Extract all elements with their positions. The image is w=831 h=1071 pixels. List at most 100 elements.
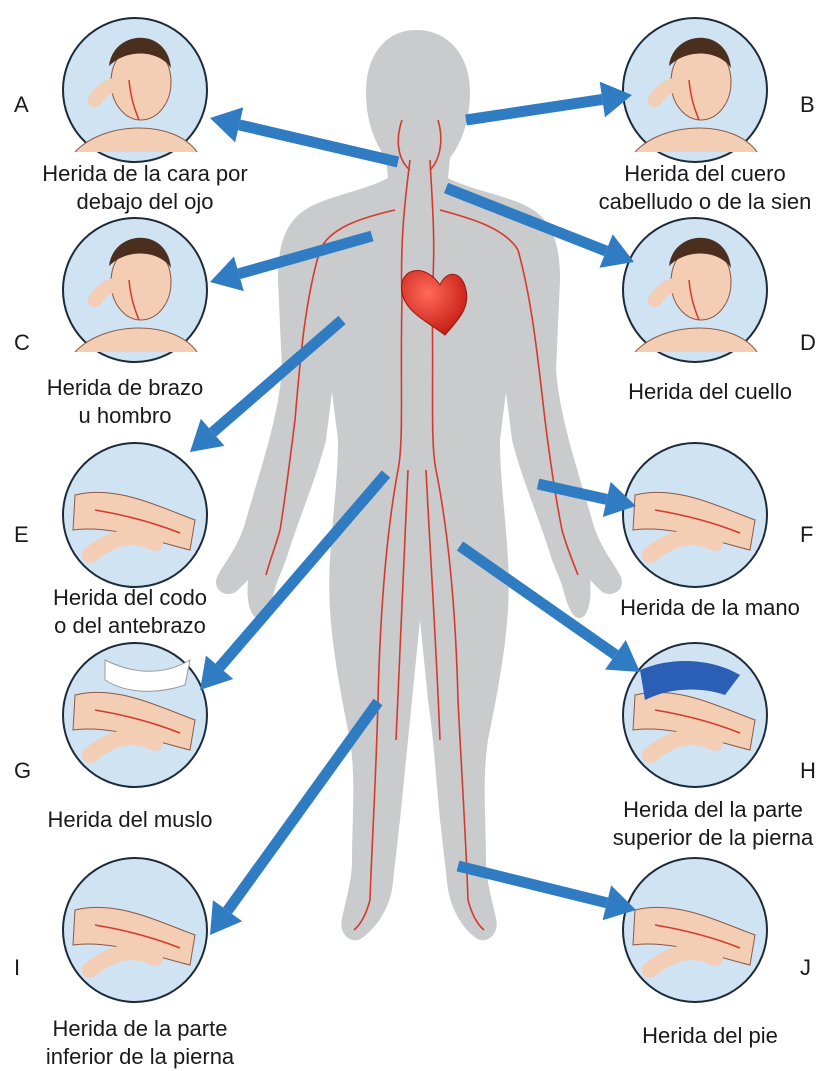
arrow-head-g xyxy=(200,655,234,690)
vessel-1 xyxy=(400,159,411,301)
vessel-15 xyxy=(397,119,411,171)
arrow-head-e xyxy=(190,418,225,452)
arrow-head-h xyxy=(605,640,640,672)
illustration-circle-a xyxy=(62,17,208,163)
vessel-16 xyxy=(429,119,442,171)
label-letter-j: J xyxy=(800,955,811,980)
label-letter-e: E xyxy=(14,522,29,547)
shoulders-d xyxy=(634,327,758,353)
vessel-7 xyxy=(369,469,399,901)
hair-b xyxy=(669,37,731,68)
caption-i-line-1: Herida de la parte xyxy=(52,1016,228,1041)
vessel-9 xyxy=(395,469,409,741)
caption-d: Herida del cuello xyxy=(600,378,820,406)
blood-vessels xyxy=(265,119,579,931)
label-letter-d: D xyxy=(800,330,816,355)
underwear-g xyxy=(104,658,191,692)
arrow-a xyxy=(210,107,400,168)
hair-d xyxy=(669,237,731,268)
arrow-shaft-a xyxy=(237,119,400,168)
hand-h xyxy=(642,729,723,763)
hand-d xyxy=(648,277,697,307)
hand-g xyxy=(82,729,163,763)
shoulders-a xyxy=(74,127,198,153)
arrow-shaft-c xyxy=(237,230,374,280)
limb-j xyxy=(632,906,756,966)
vessel-6 xyxy=(439,209,563,531)
caption-c-line-1: Herida de brazo xyxy=(46,375,204,400)
artery-i xyxy=(94,924,181,949)
arrow-shaft-h xyxy=(456,541,619,660)
artery-e xyxy=(94,509,181,534)
arrow-head-d xyxy=(599,234,634,268)
artery-b xyxy=(688,79,700,121)
caption-h-line-2: superior de la pierna xyxy=(612,825,814,850)
label-letter-h: H xyxy=(800,758,816,783)
arrow-h xyxy=(456,541,640,672)
label-letter-f: F xyxy=(800,522,814,547)
hair-c xyxy=(109,237,171,268)
caption-h-line-1: Herida del la parte xyxy=(623,797,803,822)
artery-h xyxy=(654,709,741,734)
arrow-shaft-g xyxy=(215,470,391,671)
vessel-3 xyxy=(397,299,403,471)
arrow-head-i xyxy=(210,900,243,935)
label-letter-c: C xyxy=(14,330,30,355)
vessel-5 xyxy=(279,209,396,531)
illustration-circle-h xyxy=(622,642,768,788)
hand-c xyxy=(88,277,137,307)
arrow-head-j xyxy=(602,885,636,921)
label-letter-i: I xyxy=(14,955,21,980)
caption-c: Herida de brazo u hombro xyxy=(20,374,230,430)
caption-h: Herida del la parte superior de la piern… xyxy=(595,796,831,852)
illustration-circle-j xyxy=(622,857,768,1003)
illustration-circle-i xyxy=(62,857,208,1003)
arrow-g xyxy=(200,470,391,690)
illustration-circle-c xyxy=(62,217,208,363)
vessel-13 xyxy=(353,899,371,931)
vessel-12 xyxy=(561,529,579,576)
caption-j-line-1: Herida del pie xyxy=(642,1023,778,1048)
arrow-b xyxy=(465,81,632,126)
caption-f-line-1: Herida de la mano xyxy=(620,595,800,620)
limb-e xyxy=(72,491,196,551)
artery-f xyxy=(654,509,741,534)
arrow-d xyxy=(443,182,634,268)
vessel-10 xyxy=(425,469,441,741)
caption-c-line-2: u hombro xyxy=(78,403,172,428)
caption-d-line-1: Herida del cuello xyxy=(628,379,792,404)
caption-i: Herida de la parte inferior de la pierna xyxy=(20,1015,260,1071)
artery-c xyxy=(128,279,140,321)
caption-e-line-2: o del antebrazo xyxy=(54,613,206,638)
arrow-shaft-d xyxy=(443,182,609,257)
hand-i xyxy=(82,944,163,978)
caption-j: Herida del pie xyxy=(600,1022,820,1050)
arrow-head-f xyxy=(602,481,636,517)
hair-a xyxy=(109,37,171,68)
label-letter-a: A xyxy=(14,92,29,117)
vessel-8 xyxy=(435,469,469,901)
hand-b xyxy=(648,77,697,107)
arrow-shaft-b xyxy=(465,94,604,126)
arrow-e xyxy=(190,315,346,452)
artery-g xyxy=(94,709,181,734)
vessel-11 xyxy=(265,529,281,576)
caption-f: Herida de la mano xyxy=(600,594,820,622)
vessel-14 xyxy=(467,899,485,931)
shoulders-c xyxy=(74,327,198,353)
hand-f xyxy=(642,529,723,563)
caption-a-line-2: debajo del ojo xyxy=(76,189,214,214)
caption-g-line-1: Herida del muslo xyxy=(47,807,213,832)
arrow-shaft-i xyxy=(223,698,383,914)
caption-b-line-2: cabelludo o de la sien xyxy=(598,189,812,214)
caption-e-line-1: Herida del codo xyxy=(52,585,208,610)
vessel-4 xyxy=(431,299,437,471)
caption-a: Herida de la cara por debajo del ojo xyxy=(30,160,260,216)
illustration-circles xyxy=(62,17,768,1003)
artery-a xyxy=(128,79,140,121)
limb-g xyxy=(72,691,196,751)
heart xyxy=(401,270,468,336)
arrow-j xyxy=(456,860,636,921)
arrow-shaft-e xyxy=(209,315,346,437)
